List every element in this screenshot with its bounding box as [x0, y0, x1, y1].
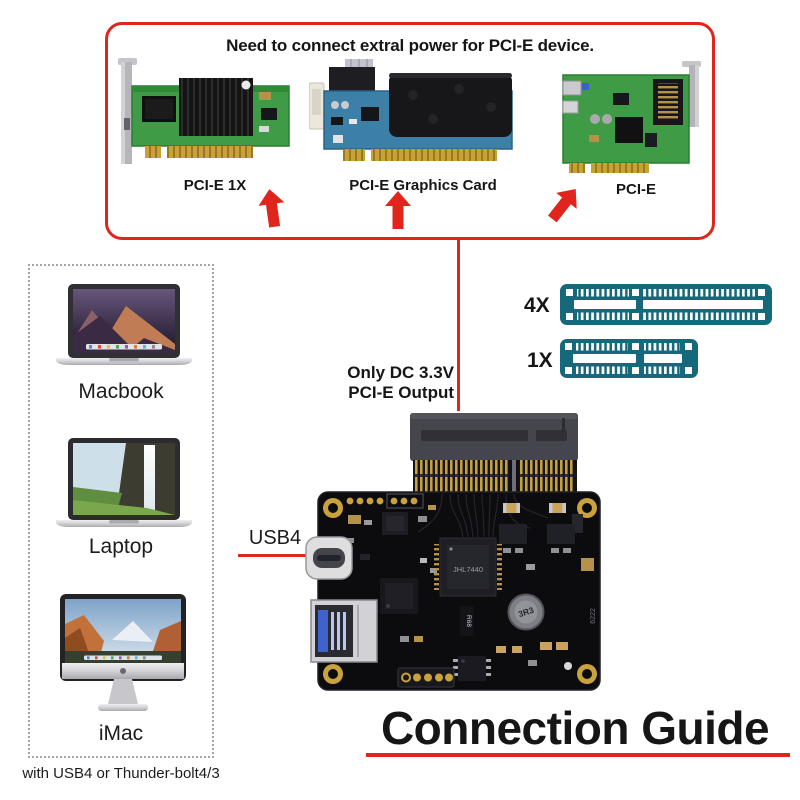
pcie-card-image	[562, 61, 701, 173]
laptop-image	[56, 438, 192, 527]
laptop-label: Laptop	[88, 535, 154, 558]
board-mounting-holes	[323, 498, 597, 684]
dock-icons	[87, 656, 146, 660]
main-chip-label: JHL7440	[453, 565, 483, 574]
up-arrow-icon	[547, 189, 577, 223]
board-header-pads	[346, 493, 424, 509]
host-devices-box: Macbook Laptop	[28, 264, 214, 758]
board-connector-pins	[413, 460, 577, 493]
board-traces	[417, 493, 549, 538]
board-silkscreen: 6222	[590, 608, 597, 624]
page-title: Connection Guide	[380, 702, 770, 754]
pcie-1x-card-label: PCI-E 1X	[183, 177, 247, 194]
pcie-graphics-card-label: PCI-E Graphics Card	[349, 177, 497, 194]
usb-c-port	[305, 536, 353, 580]
pcie-graphics-card-image	[309, 59, 513, 161]
dc-note-line1: Only DC 3.3V	[347, 363, 454, 382]
macbook-image	[56, 284, 192, 365]
up-arrow-icon	[258, 189, 285, 228]
board-resistor: R68	[460, 606, 474, 636]
inductor-label: 3R3	[517, 605, 535, 619]
pcie-1x-card-image	[118, 58, 290, 164]
board-pcie-connector	[410, 413, 578, 461]
pcie-card-label: PCI-E	[615, 181, 656, 198]
usb4-pointer-line	[238, 554, 310, 557]
board-main-chip: JHL7440	[434, 537, 502, 597]
adapter-board-image: JHL7440 R68 3R3 6222	[305, 413, 601, 691]
macbook-label: Macbook	[78, 380, 164, 403]
dock-icons	[89, 345, 155, 349]
board-bottom-header	[397, 667, 455, 688]
usb4-label: USB4	[248, 527, 302, 549]
up-arrow-icon	[385, 191, 411, 229]
pcie-1x-slot-icon	[560, 339, 698, 378]
resistor-label: R68	[465, 615, 472, 627]
apple-logo	[120, 668, 126, 674]
slot-1x-label: 1X	[527, 349, 553, 372]
title-underline	[366, 753, 790, 757]
board-components	[346, 503, 594, 681]
board-inductor: 3R3	[507, 593, 545, 631]
connector-line-vertical	[457, 239, 460, 411]
imac-image	[60, 594, 186, 711]
usb-a-port	[310, 599, 378, 663]
devices-footnote: with USB4 or Thunder-bolt4/3	[22, 765, 220, 782]
power-warning-title: Need to connect extral power for PCI-E d…	[226, 36, 594, 55]
imac-label: iMac	[98, 722, 144, 745]
slot-4x-label: 4X	[524, 294, 550, 317]
dc-output-note: Only DC 3.3V PCI-E Output	[318, 363, 454, 403]
dc-note-line2: PCI-E Output	[348, 383, 454, 402]
pcie-4x-slot-icon	[560, 284, 772, 325]
power-warning-box: Need to connect extral power for PCI-E d…	[105, 22, 715, 240]
